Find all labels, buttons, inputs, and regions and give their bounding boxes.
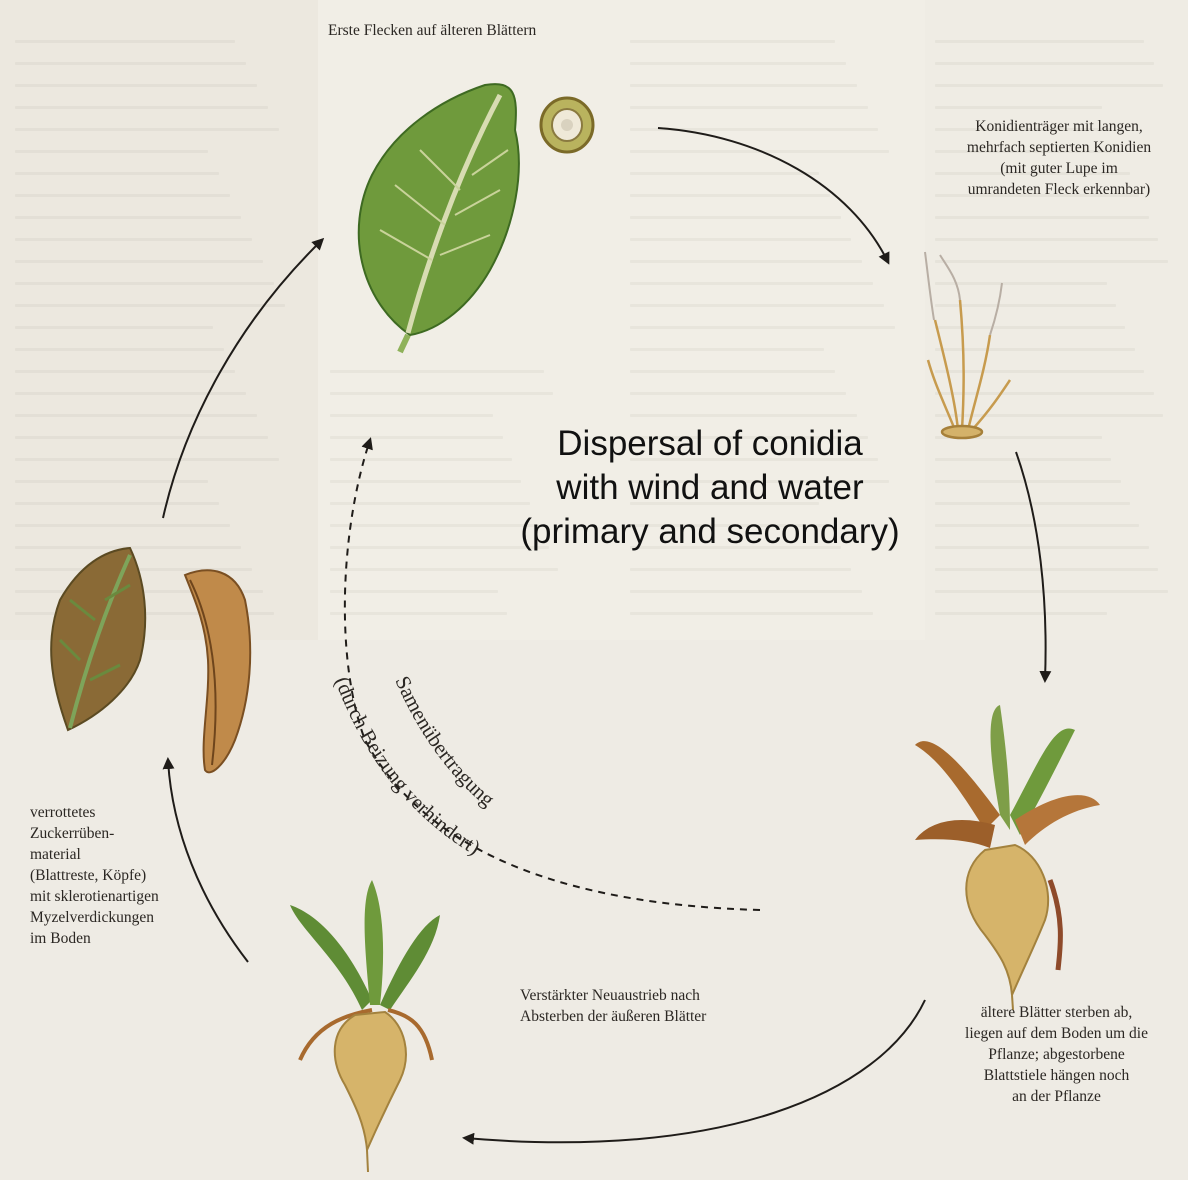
leaf-spot-closeup — [541, 98, 593, 152]
label-rotted-material: verrottetes Zuckerrüben- material (Blatt… — [30, 802, 230, 949]
beet-plant-dying-leaves-illustration — [915, 705, 1100, 1010]
decayed-leaf-illustration — [51, 548, 145, 730]
label-conidiophores: Konidienträger mit langen, mehrfach sept… — [930, 116, 1188, 200]
conidiophore-illustration — [925, 252, 1010, 438]
spotted-leaf-illustration — [359, 84, 519, 352]
withered-leaf-illustration — [185, 570, 250, 772]
label-regrowth: Verstärkter Neuaustrieb nach Absterben d… — [520, 985, 780, 1027]
center-title: Dispersal of conidia with wind and water… — [440, 422, 980, 554]
label-first-spots: Erste Flecken auf älteren Blättern — [328, 20, 628, 41]
beet-regrowth-illustration — [290, 880, 440, 1172]
label-older-leaves-die: ältere Blätter sterben ab, liegen auf de… — [925, 1002, 1188, 1107]
arrow-left-to-top — [163, 240, 322, 518]
arrow-top-to-right — [658, 128, 888, 262]
arrow-right-down — [1016, 452, 1046, 680]
